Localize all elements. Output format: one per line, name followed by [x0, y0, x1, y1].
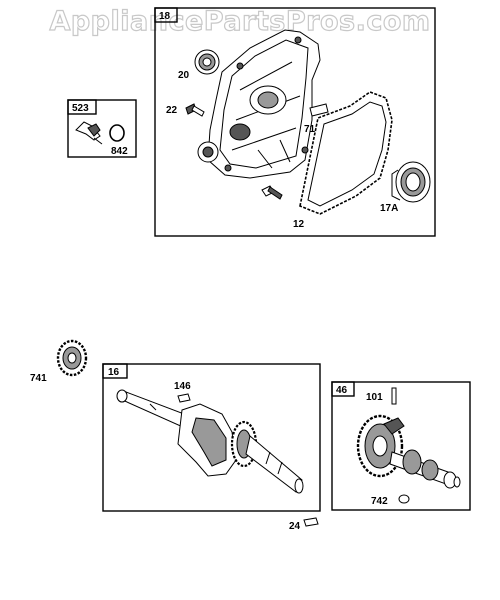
group-523-tag: 523: [72, 103, 89, 114]
group-18-frame: [154, 7, 436, 237]
o-ring-part[interactable]: [109, 124, 125, 142]
spring-washer-part[interactable]: [398, 494, 410, 504]
callout-146: 146: [174, 381, 191, 392]
compression-release-pin-part[interactable]: [391, 387, 397, 405]
callout-12: 12: [293, 219, 305, 230]
crankshaft-part[interactable]: [116, 389, 304, 494]
callout-742: 742: [371, 496, 388, 507]
group-16-crankshaft: 16 146: [102, 363, 321, 512]
callout-101: 101: [366, 392, 383, 403]
group-16-frame: [102, 363, 321, 512]
callout-20: 20: [178, 70, 190, 81]
camshaft-part[interactable]: [356, 414, 461, 489]
ball-bearing-part[interactable]: [391, 161, 431, 203]
group-16-tag-box: [102, 363, 128, 379]
dowel-pin-part[interactable]: [309, 103, 329, 117]
crank-key-part[interactable]: [177, 393, 191, 403]
group-523-tag-box: [67, 99, 97, 115]
gasket-part[interactable]: [299, 91, 393, 215]
group-16-tag: 16: [108, 367, 120, 378]
oil-fill-cap-part[interactable]: [75, 121, 103, 145]
callout-842: 842: [111, 146, 128, 157]
group-18-tag-box: [154, 7, 178, 23]
group-46-tag: 46: [336, 385, 348, 396]
group-18-crankcase-cover: 18 20 22: [154, 7, 436, 237]
group-46-frame: [331, 381, 471, 511]
bolt-part[interactable]: [185, 103, 205, 117]
group-523-oil-fill: 523 842: [67, 99, 137, 158]
callout-22: 22: [166, 105, 178, 116]
group-523-frame: [67, 99, 137, 158]
flywheel-key-part[interactable]: [303, 517, 319, 527]
callout-24: 24: [289, 521, 301, 532]
oil-seal-part[interactable]: [194, 49, 220, 75]
watermark-text: AppliancePartsPros.com: [49, 6, 430, 37]
group-46-tag-box: [331, 381, 355, 397]
callout-741: 741: [30, 373, 47, 384]
crank-gear-part[interactable]: [56, 339, 88, 377]
cover-bolt-part[interactable]: [261, 185, 283, 200]
crankcase-cover-part[interactable]: [197, 29, 321, 179]
callout-17a: 17A: [380, 203, 398, 214]
group-46-camshaft: 46 101 742: [331, 381, 471, 511]
callout-718: 718: [304, 124, 321, 135]
group-18-tag: 18: [159, 11, 171, 22]
